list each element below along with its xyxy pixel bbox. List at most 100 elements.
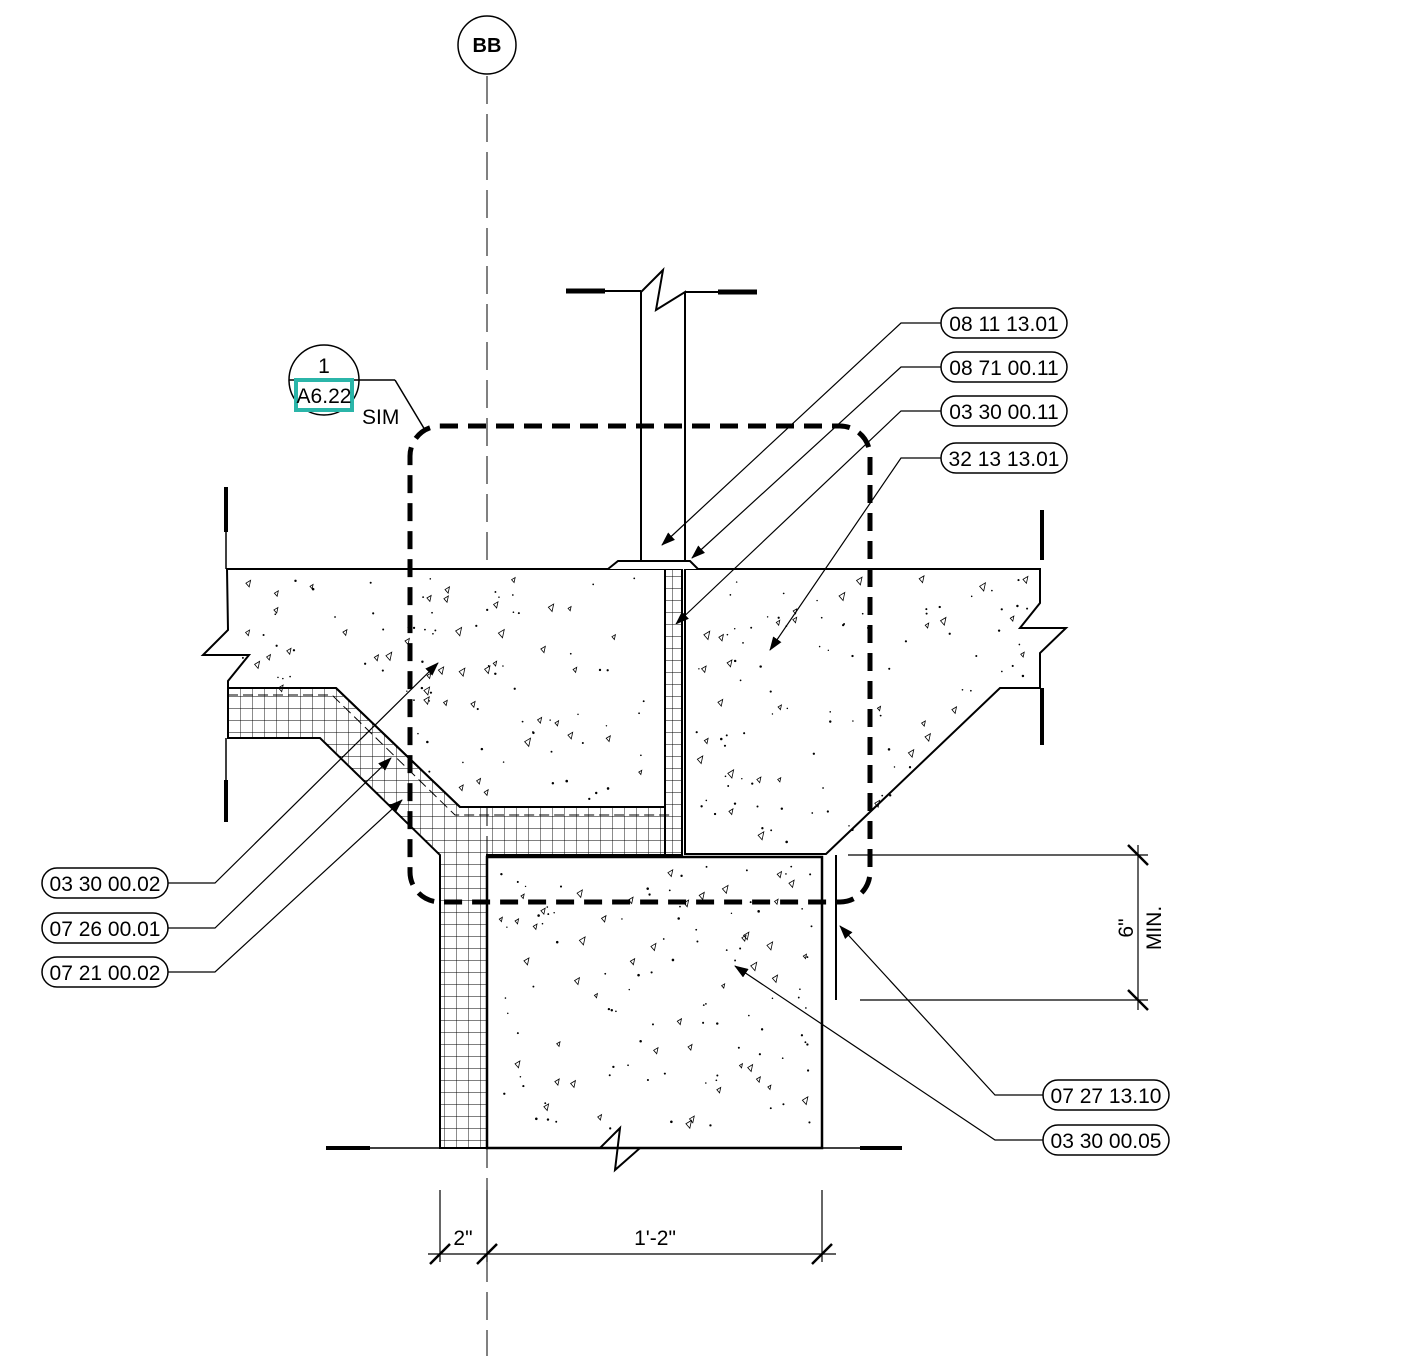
aggregate-speck: [458, 784, 464, 792]
keynote-code: 03 30 00.05: [1051, 1130, 1162, 1153]
aggregate-speck: [751, 782, 754, 785]
aggregate-speck: [780, 807, 784, 810]
aggregate-speck: [724, 775, 727, 778]
aggregate-speck: [893, 766, 896, 768]
aggregate-speck: [536, 716, 543, 725]
aggregate-speck: [514, 1060, 521, 1069]
aggregate-speck: [799, 988, 801, 991]
aggregate-speck: [543, 1103, 550, 1112]
aggregate-speck: [541, 922, 544, 925]
aggregate-speck: [520, 893, 525, 900]
sheet-number[interactable]: A6.22: [297, 385, 352, 408]
aggregate-speck: [790, 865, 793, 868]
aggregate-speck: [745, 869, 748, 872]
keynote-tag: 07 27 13.10: [839, 925, 1170, 1111]
aggregate-speck: [417, 732, 419, 735]
aggregate-speck: [717, 698, 724, 707]
aggregate-speck: [939, 616, 947, 626]
aggregate-speck: [769, 690, 772, 693]
aggregate-speck: [503, 1092, 506, 1095]
aggregate-speck: [671, 958, 675, 962]
aggregate-speck: [429, 578, 432, 580]
aggregate-speck: [422, 596, 425, 599]
aggregate-speck: [802, 953, 808, 960]
aggregate-speck: [797, 996, 800, 999]
aggregate-speck: [806, 1069, 810, 1072]
aggregate-speck: [638, 769, 643, 776]
aggregate-speck: [241, 656, 244, 659]
aggregate-speck: [573, 976, 581, 986]
aggregate-speck: [567, 605, 572, 612]
aggregate-speck: [970, 689, 972, 692]
aggregate-speck: [809, 873, 812, 876]
aggregate-speck: [549, 719, 551, 721]
aggregate-speck: [801, 908, 803, 910]
aggregate-speck: [404, 637, 410, 646]
aggregate-speck: [975, 655, 978, 658]
aggregate-speck: [876, 705, 882, 712]
threshold: [607, 560, 699, 570]
vertical-dim-value: 6": [1115, 918, 1138, 937]
aggregate-speck: [904, 640, 908, 643]
aggregate-speck: [703, 630, 711, 641]
aggregate-speck: [540, 907, 546, 916]
aggregate-speck: [576, 889, 583, 899]
aggregate-speck: [1001, 670, 1003, 673]
aggregate-speck: [713, 812, 717, 816]
aggregate-speck: [822, 787, 824, 789]
aggregate-speck: [286, 647, 292, 656]
aggregate-speck: [788, 879, 795, 889]
keynote-code: 07 21 00.02: [50, 962, 161, 985]
aggregate-speck: [532, 985, 535, 988]
aggregate-speck: [705, 865, 708, 868]
aggregate-speck: [874, 799, 881, 808]
aggregate-speck: [705, 1082, 707, 1084]
aggregate-speck: [567, 731, 574, 740]
aggregate-speck: [638, 712, 640, 715]
aggregate-speck: [275, 644, 278, 647]
aggregate-speck: [608, 1074, 611, 1077]
aggregate-speck: [723, 744, 727, 747]
aggregate-speck: [766, 941, 774, 951]
aggregate-speck: [811, 812, 814, 814]
sheet-link-box[interactable]: [294, 378, 354, 412]
aggregate-speck: [991, 589, 993, 592]
aggregate-speck: [777, 616, 780, 619]
aggregate-speck: [888, 667, 891, 670]
aggregate-speck: [739, 947, 742, 950]
keynote-tag: 03 30 00.05: [734, 965, 1170, 1156]
aggregate-speck: [273, 606, 279, 614]
aggregate-speck: [513, 687, 516, 690]
aggregate-speck: [760, 1028, 764, 1031]
aggregate-speck: [685, 1119, 693, 1130]
aggregate-speck: [640, 754, 642, 757]
aggregate-speck: [826, 810, 829, 813]
grid-bubble: [457, 15, 517, 75]
aggregate-speck: [633, 577, 636, 580]
aggregate-speck: [782, 1103, 785, 1106]
aggregate-speck: [737, 1046, 740, 1049]
aggregate-speck: [462, 761, 464, 764]
aggregate-speck: [747, 1063, 754, 1073]
aggregate-speck: [734, 959, 737, 962]
aggregate-speck: [1022, 575, 1029, 585]
keynote-leader: [168, 799, 403, 973]
aggregate-speck: [804, 1041, 807, 1044]
aggregate-speck: [492, 660, 498, 667]
aggregate-speck: [756, 805, 759, 808]
aggregate-speck: [455, 626, 463, 637]
aggregate-speck: [676, 1017, 683, 1026]
aggregate-speck: [842, 624, 845, 627]
aggregate-speck: [610, 1008, 614, 1012]
aggregate-speck: [767, 1084, 772, 1091]
aggregate-speck: [458, 667, 466, 678]
aggregate-speck: [726, 633, 729, 636]
aggregate-speck: [786, 707, 789, 710]
aggregate-speck: [612, 1065, 615, 1069]
aggregate-speck: [948, 632, 951, 635]
keynote-leader: [734, 965, 1043, 1141]
keynote-leader: [168, 757, 392, 929]
aggregate-speck: [523, 957, 530, 966]
aggregate-speck: [483, 665, 491, 675]
aggregate-speck: [716, 1022, 719, 1025]
